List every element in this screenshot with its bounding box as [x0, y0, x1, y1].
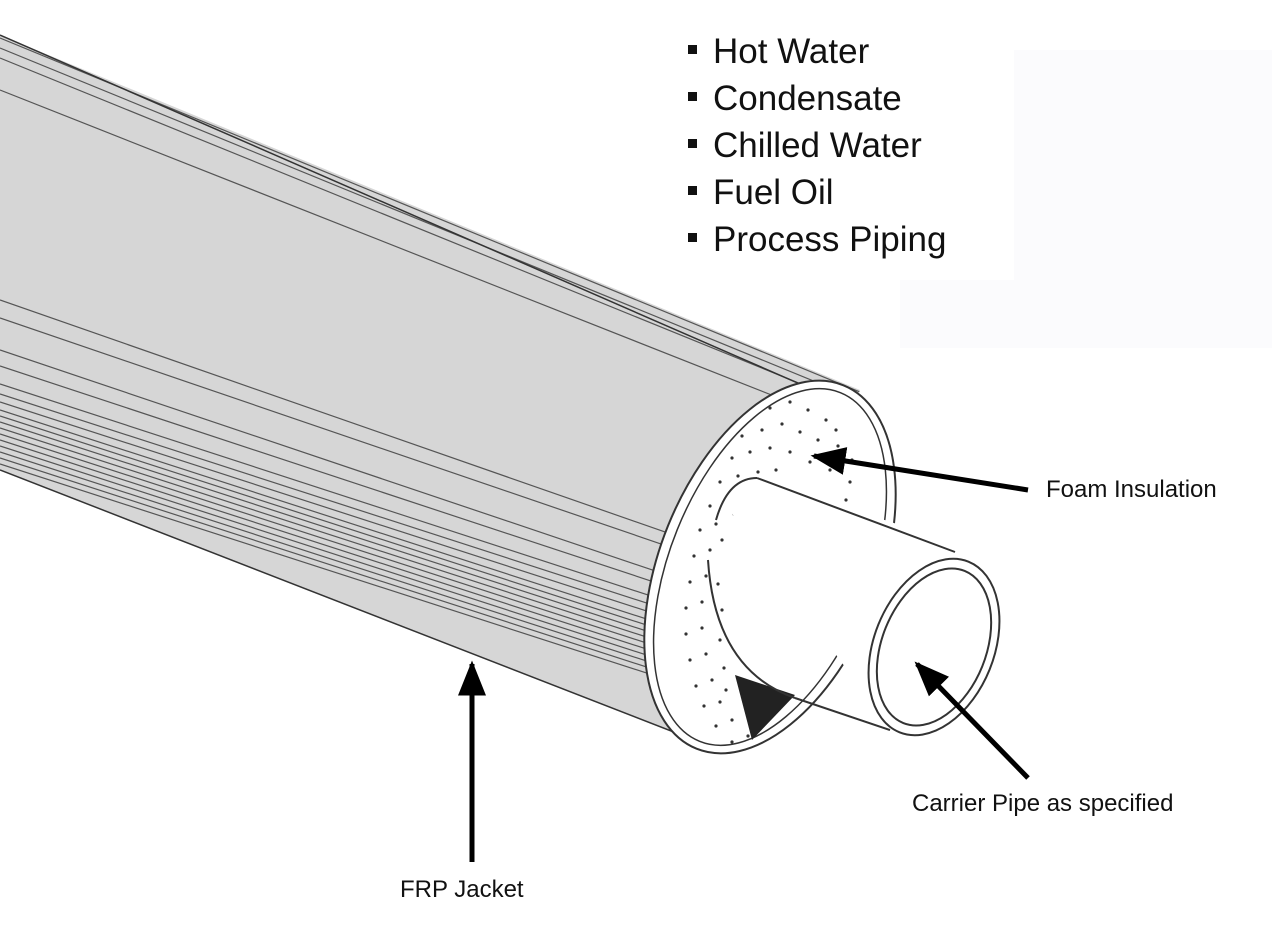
foam-arrow	[810, 447, 1029, 493]
foam-dots	[684, 400, 866, 756]
square-bullet-icon	[688, 45, 697, 55]
background-panel-top	[1014, 50, 1272, 285]
square-bullet-icon	[688, 186, 697, 196]
list-item: Fuel Oil	[688, 169, 946, 216]
applications-list: Hot Water Condensate Chilled Water Fuel …	[688, 28, 946, 263]
foam-insulation-label: Foam Insulation	[1046, 476, 1217, 503]
square-bullet-icon	[688, 233, 697, 243]
carrier-arrow	[914, 661, 1030, 780]
list-item: Process Piping	[688, 216, 946, 263]
frp-jacket-label: FRP Jacket	[400, 876, 524, 903]
carrier-pipe-label: Carrier Pipe as specified	[912, 790, 1174, 817]
square-bullet-icon	[688, 139, 697, 149]
list-item: Condensate	[688, 75, 946, 122]
list-item: Hot Water	[688, 28, 946, 75]
square-bullet-icon	[688, 92, 697, 102]
list-item: Chilled Water	[688, 122, 946, 169]
jacket-body	[0, 35, 860, 750]
background-panel-bottom	[900, 280, 1272, 348]
carrier-pipe	[707, 477, 1001, 737]
